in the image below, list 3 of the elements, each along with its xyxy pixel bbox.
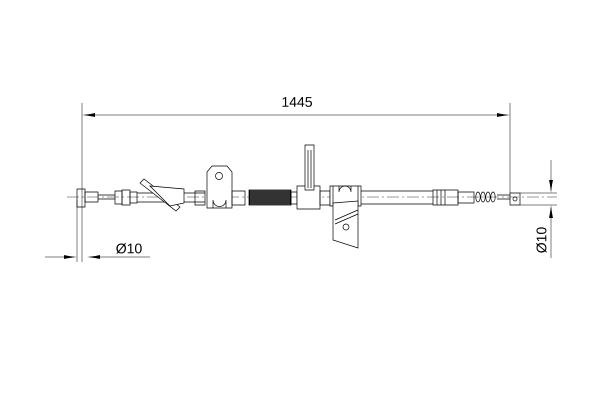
- dimension-label: 1445: [282, 97, 312, 107]
- dimension-label: Ø10: [116, 243, 142, 254]
- dimension-label: Ø10: [536, 227, 547, 253]
